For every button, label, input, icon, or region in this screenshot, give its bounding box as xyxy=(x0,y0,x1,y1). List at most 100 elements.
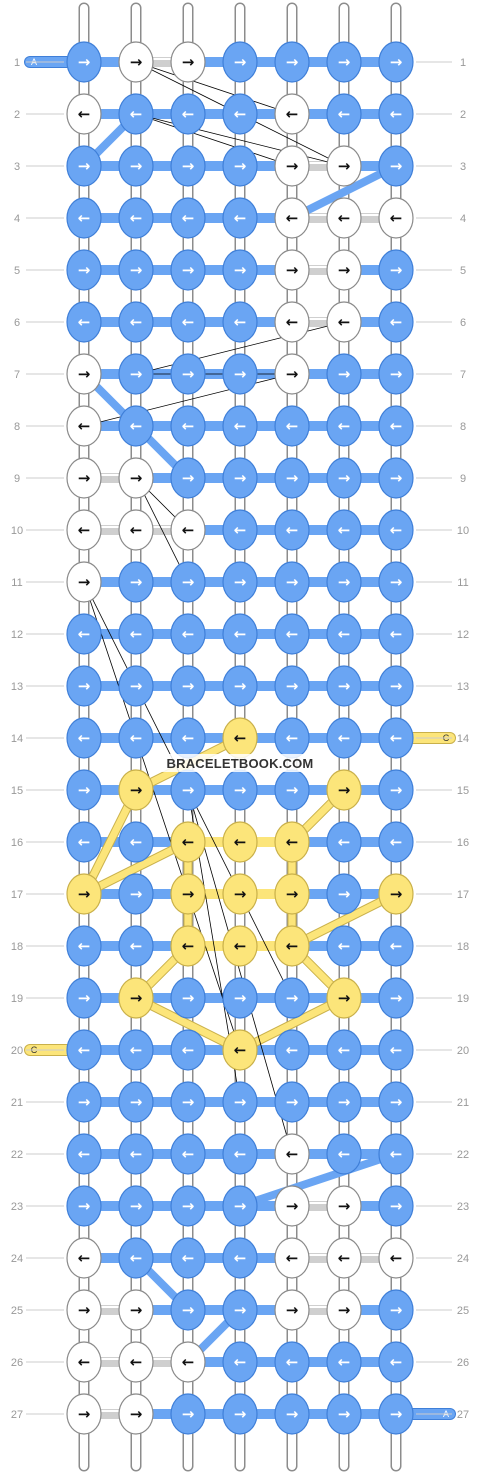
row-label-left: 25 xyxy=(11,1305,23,1317)
knot-yellow xyxy=(222,1029,258,1071)
knot-white xyxy=(118,41,154,83)
arrow-right-icon: → xyxy=(234,989,247,1007)
row-label-right: 11 xyxy=(457,577,468,589)
crossing-line xyxy=(135,61,293,115)
knot-white xyxy=(326,1237,362,1279)
knot-blue xyxy=(378,301,414,343)
arrow-right-icon: → xyxy=(130,677,143,695)
arrow-left-icon: ← xyxy=(338,1041,351,1059)
knot-blue xyxy=(378,1133,414,1175)
knot-blue xyxy=(222,1341,258,1383)
knot-white xyxy=(326,249,362,291)
arrow-right-icon: → xyxy=(286,469,299,487)
knot-blue xyxy=(118,1185,154,1227)
row-label-right: 14 xyxy=(457,733,469,745)
knot-blue xyxy=(378,925,414,967)
knot-blue xyxy=(170,561,206,603)
row-label-left: 11 xyxy=(11,577,22,589)
arrow-left-icon: ← xyxy=(78,937,91,955)
arrow-left-icon: ← xyxy=(130,313,143,331)
knot-blue xyxy=(378,405,414,447)
knot-yellow xyxy=(274,873,310,915)
arrow-right-icon: → xyxy=(338,1093,351,1111)
row-label-right: 15 xyxy=(457,785,469,797)
row-label-right: 7 xyxy=(460,369,466,381)
arrow-right-icon: → xyxy=(182,885,195,903)
arrow-right-icon: → xyxy=(286,53,299,71)
arrow-right-icon: → xyxy=(78,53,91,71)
knot-yellow xyxy=(170,821,206,863)
row-label-right: 2 xyxy=(460,109,466,121)
arrow-right-icon: → xyxy=(78,1197,91,1215)
knot-white xyxy=(326,197,362,239)
knot-blue xyxy=(66,769,102,811)
knot-blue xyxy=(378,717,414,759)
arrow-right-icon: → xyxy=(234,1301,247,1319)
knot-blue xyxy=(326,665,362,707)
knot-blue xyxy=(326,457,362,499)
arrow-left-icon: ← xyxy=(182,833,195,851)
knot-blue xyxy=(170,665,206,707)
arrow-right-icon: → xyxy=(182,781,195,799)
knot-blue xyxy=(378,977,414,1019)
knot-blue xyxy=(66,613,102,655)
knot-blue xyxy=(66,197,102,239)
row-label-left: 26 xyxy=(11,1357,23,1369)
knot-white xyxy=(378,1237,414,1279)
knot-white xyxy=(66,1341,102,1383)
knot-blue xyxy=(170,145,206,187)
knot-blue xyxy=(378,249,414,291)
arrow-right-icon: → xyxy=(234,1197,247,1215)
arrow-right-icon: → xyxy=(78,677,91,695)
knot-yellow xyxy=(118,769,154,811)
knot-blue xyxy=(274,1341,310,1383)
arrow-left-icon: ← xyxy=(338,833,351,851)
arrow-left-icon: ← xyxy=(338,417,351,435)
knot-blue xyxy=(222,301,258,343)
arrow-left-icon: ← xyxy=(338,937,351,955)
row-label-left: 3 xyxy=(14,161,20,173)
knot-blue xyxy=(118,613,154,655)
knot-white xyxy=(326,1185,362,1227)
knot-blue xyxy=(118,405,154,447)
arrow-left-icon: ← xyxy=(338,1249,351,1267)
knot-blue xyxy=(66,821,102,863)
arrow-left-icon: ← xyxy=(338,729,351,747)
arrow-right-icon: → xyxy=(390,157,403,175)
knot-white xyxy=(274,301,310,343)
arrow-left-icon: ← xyxy=(234,521,247,539)
knot-blue xyxy=(274,613,310,655)
row-label-right: 17 xyxy=(457,889,469,901)
row-label-left: 1 xyxy=(14,57,20,69)
arrow-left-icon: ← xyxy=(234,313,247,331)
row-label-right: 10 xyxy=(457,525,469,537)
arrow-left-icon: ← xyxy=(286,1145,299,1163)
knot-white xyxy=(118,509,154,551)
crossing-line xyxy=(135,113,345,167)
arrow-right-icon: → xyxy=(234,157,247,175)
arrow-right-icon: → xyxy=(78,885,91,903)
arrow-right-icon: → xyxy=(338,989,351,1007)
knot-blue xyxy=(66,665,102,707)
knot-blue xyxy=(326,1081,362,1123)
knot-blue xyxy=(170,977,206,1019)
arrow-left-icon: ← xyxy=(286,313,299,331)
knot-blue xyxy=(378,41,414,83)
knot-white xyxy=(66,1393,102,1435)
knot-white xyxy=(326,1289,362,1331)
knot-white xyxy=(274,145,310,187)
row-label-left: 6 xyxy=(14,317,20,329)
knot-blue xyxy=(326,1133,362,1175)
knot-blue xyxy=(274,457,310,499)
arrow-left-icon: ← xyxy=(286,1249,299,1267)
arrow-left-icon: ← xyxy=(78,833,91,851)
knot-blue xyxy=(274,977,310,1019)
knot-blue xyxy=(326,509,362,551)
knot-yellow xyxy=(170,925,206,967)
knot-blue xyxy=(118,93,154,135)
arrow-right-icon: → xyxy=(78,1301,91,1319)
arrow-left-icon: ← xyxy=(78,209,91,227)
arrow-right-icon: → xyxy=(390,365,403,383)
knot-yellow xyxy=(66,873,102,915)
arrow-right-icon: → xyxy=(130,469,143,487)
